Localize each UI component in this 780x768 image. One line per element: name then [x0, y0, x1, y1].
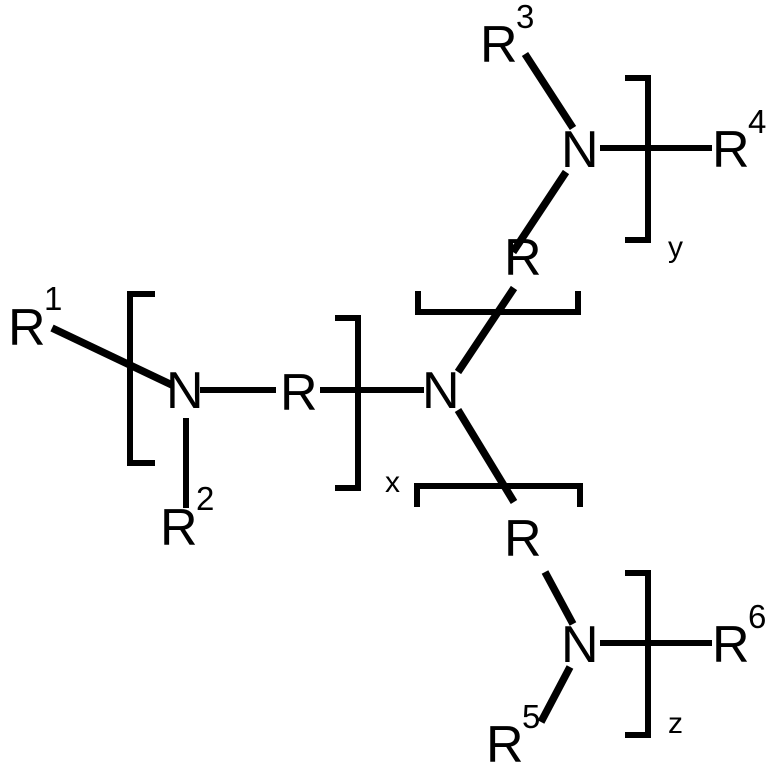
- atom-n-left: N: [166, 362, 204, 420]
- substituent-r6-superscript: 6: [748, 598, 766, 635]
- substituent-r6-base: R: [712, 616, 750, 674]
- atom-n-bottom-right: N: [561, 616, 599, 674]
- atom-label-group: N N N N: [166, 121, 599, 674]
- bond-r-bottom-branch-to-n-bottom-right: [541, 570, 577, 626]
- substituent-r-top-branch: R: [504, 229, 542, 287]
- substituent-label-group: R 1 R 2 R 3 R 4 R 5 R 6 R R R: [8, 0, 766, 768]
- substituent-r4-superscript: 4: [748, 103, 766, 140]
- bond-r-top-branch-to-n-top-right: [509, 169, 570, 255]
- bracket-bottom-branch-horizontal: [414, 483, 583, 507]
- bond-n-center-to-r-top-branch: [454, 285, 518, 375]
- bond-r3-to-n-top-right: [521, 51, 577, 131]
- substituent-r5-superscript: 5: [522, 698, 540, 735]
- bracket-top-branch-horizontal: [415, 291, 581, 315]
- substituent-r3-base: R: [480, 16, 518, 74]
- substituent-r2-superscript: 2: [196, 480, 214, 517]
- bracket-left-open: [127, 291, 155, 466]
- subscript-label-group: x y z: [385, 231, 683, 740]
- bond-r1-to-n-left: [50, 324, 174, 389]
- substituent-r-middle: R: [280, 364, 318, 422]
- substituent-r2-base: R: [160, 499, 198, 557]
- subscript-x: x: [385, 466, 400, 499]
- bracket-center-close-x: [335, 315, 361, 491]
- substituent-r5-base: R: [486, 716, 524, 768]
- bracket-bottom-right-close-z: [625, 570, 651, 738]
- bond-group: [50, 51, 712, 724]
- bracket-group: [127, 75, 651, 738]
- atom-n-top-right: N: [561, 121, 599, 179]
- atom-n-center: N: [422, 362, 460, 420]
- bracket-top-right-close-y: [625, 75, 651, 243]
- substituent-r4-base: R: [712, 121, 750, 179]
- subscript-z: z: [668, 707, 683, 740]
- substituent-r3-superscript: 3: [516, 0, 534, 35]
- substituent-r1-base: R: [8, 299, 46, 357]
- substituent-r1-superscript: 1: [44, 280, 62, 317]
- substituent-r-bottom-branch: R: [504, 510, 542, 568]
- bond-r5-to-n-bottom-right: [537, 665, 574, 724]
- subscript-y: y: [668, 231, 683, 264]
